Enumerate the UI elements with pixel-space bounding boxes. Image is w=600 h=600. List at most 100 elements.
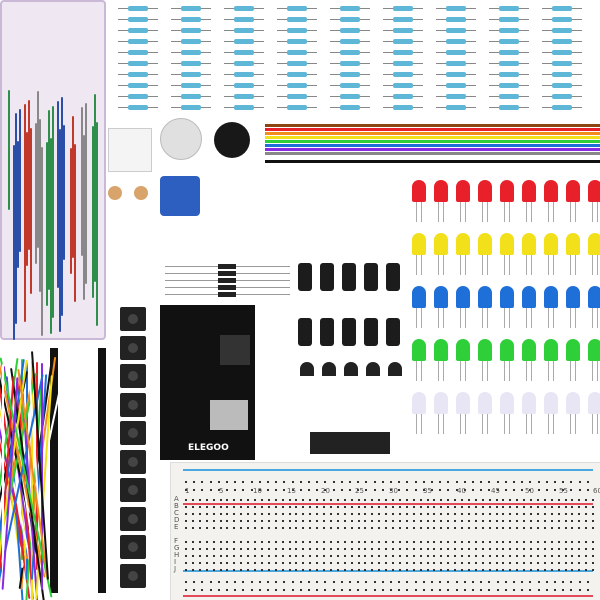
resistor xyxy=(330,61,370,66)
led xyxy=(500,180,514,202)
rail-hole xyxy=(504,481,507,483)
hole xyxy=(274,520,277,522)
rail-hole xyxy=(414,581,417,583)
rail-hole xyxy=(439,489,442,491)
hole xyxy=(398,562,401,564)
hole xyxy=(447,499,450,501)
rail-hole xyxy=(570,481,573,483)
rail-hole xyxy=(217,581,220,583)
rail-hole xyxy=(250,589,253,591)
led xyxy=(412,233,426,255)
jumper-wire xyxy=(2,364,4,600)
hole xyxy=(288,499,291,501)
hole xyxy=(385,548,388,550)
led-leg xyxy=(460,414,461,434)
hole xyxy=(247,527,250,529)
hole xyxy=(233,499,236,501)
hole xyxy=(323,527,325,529)
box-wire xyxy=(46,142,48,306)
resistor xyxy=(489,17,529,22)
optocoupler xyxy=(108,128,152,172)
hole xyxy=(592,555,595,557)
ribbon-wire xyxy=(265,148,600,151)
rail-hole xyxy=(480,589,483,591)
hole xyxy=(212,513,215,515)
hole xyxy=(461,548,463,550)
box-wire xyxy=(35,123,37,264)
hole xyxy=(426,499,429,501)
rail-hole xyxy=(258,581,261,583)
rail-hole xyxy=(513,581,515,583)
hole xyxy=(226,541,229,543)
hole xyxy=(454,569,457,571)
resistor xyxy=(436,28,476,33)
hole xyxy=(288,527,291,529)
rail-hole xyxy=(529,481,532,483)
led xyxy=(588,286,600,308)
resistor xyxy=(171,6,211,11)
hole xyxy=(398,541,401,543)
hole xyxy=(254,499,256,501)
resistor xyxy=(542,83,582,88)
rail-hole xyxy=(291,489,294,491)
led-leg xyxy=(421,308,422,328)
led xyxy=(434,339,448,361)
row-letter: G xyxy=(174,544,180,552)
rail-hole xyxy=(480,581,483,583)
led xyxy=(500,392,514,414)
rail-hole xyxy=(398,589,401,591)
hole xyxy=(357,527,360,529)
hole xyxy=(336,520,339,522)
led-leg xyxy=(575,255,576,275)
hole xyxy=(495,499,498,501)
led-leg xyxy=(438,255,439,275)
hole xyxy=(212,541,215,543)
hole xyxy=(316,520,319,522)
rail-hole xyxy=(545,489,548,491)
rail-hole xyxy=(414,489,417,491)
hole xyxy=(571,506,574,508)
hole xyxy=(233,520,236,522)
hole xyxy=(502,555,505,557)
rail-hole xyxy=(488,581,491,583)
hole xyxy=(543,506,546,508)
rail-hole xyxy=(357,489,360,491)
hole xyxy=(254,541,256,543)
hole xyxy=(198,548,201,550)
rail-hole xyxy=(455,589,458,591)
column-number: 40 xyxy=(457,487,466,495)
led-leg xyxy=(575,361,576,381)
resistor xyxy=(171,94,211,99)
rail-hole xyxy=(422,481,425,483)
hole xyxy=(316,569,319,571)
rail-hole xyxy=(513,489,515,491)
led xyxy=(566,392,580,414)
hole xyxy=(454,513,457,515)
power-supply-module: ELEGOO xyxy=(160,305,255,460)
rail-line xyxy=(183,595,593,597)
rail-hole xyxy=(562,589,565,591)
hole xyxy=(212,506,215,508)
hole xyxy=(205,569,208,571)
hole xyxy=(509,562,512,564)
hole xyxy=(247,555,250,557)
rail-hole xyxy=(439,581,442,583)
hole xyxy=(336,569,339,571)
rail-hole xyxy=(275,589,278,591)
led-leg xyxy=(421,255,422,275)
rail-hole xyxy=(504,589,507,591)
photoresistor xyxy=(108,186,122,200)
hole xyxy=(205,541,208,543)
led xyxy=(544,392,558,414)
passive-buzzer xyxy=(160,118,202,160)
hole xyxy=(378,513,381,515)
hole xyxy=(302,548,305,550)
hole xyxy=(247,562,250,564)
hole xyxy=(550,513,553,515)
resistor xyxy=(330,50,370,55)
hole xyxy=(274,527,277,529)
box-wire xyxy=(72,116,74,258)
rail-hole xyxy=(373,581,376,583)
row-letter: I xyxy=(174,558,177,566)
